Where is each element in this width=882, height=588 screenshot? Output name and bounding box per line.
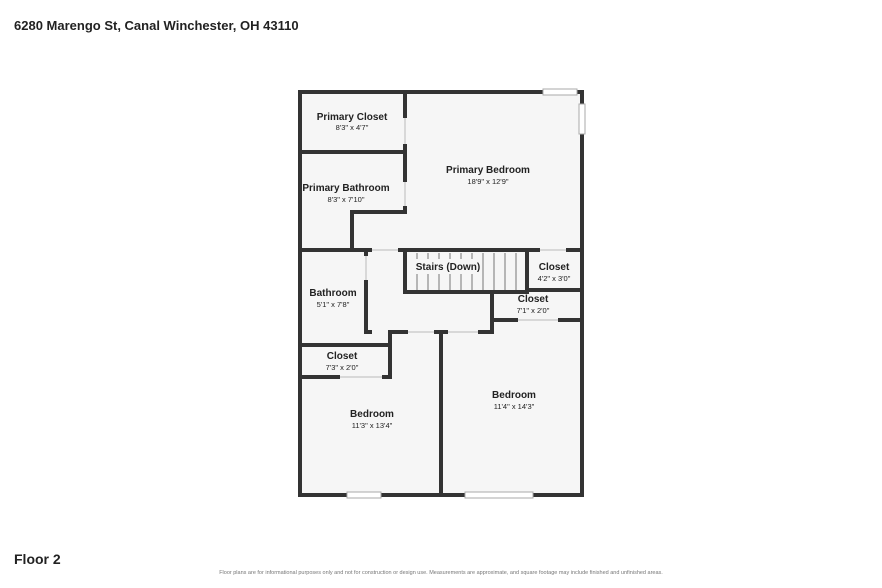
floor-label: Floor 2 [14,551,61,567]
room-name: Stairs (Down) [416,262,480,273]
room-closet-left: Closet 7'3" x 2'0" [326,351,359,372]
room-name: Bedroom [350,409,394,420]
room-dims: 7'1" x 2'0" [517,306,550,315]
room-primary-bathroom: Primary Bathroom 8'3" x 7'10" [302,183,389,204]
room-dims: 8'3" x 7'10" [328,195,365,204]
room-primary-bedroom: Primary Bedroom 18'9" x 12'9" [446,165,530,186]
room-dims: 8'3" x 4'7" [336,123,369,132]
windows [346,88,586,499]
room-name: Bedroom [492,390,536,401]
room-dims: 11'4" x 14'3" [494,402,535,411]
room-name: Bathroom [309,288,356,299]
room-name: Primary Closet [317,112,388,123]
room-name: Closet [518,294,549,305]
door-lines [340,118,566,378]
room-primary-closet: Primary Closet 8'3" x 4'7" [317,112,388,132]
disclaimer: Floor plans are for informational purpos… [219,570,663,576]
room-dims: 11'3" x 13'4" [352,421,393,430]
room-dims: 18'9" x 12'9" [467,177,508,186]
property-address: 6280 Marengo St, Canal Winchester, OH 43… [14,18,299,33]
room-name: Primary Bathroom [302,183,389,194]
room-name: Closet [327,351,358,362]
stairs-label-bg [412,259,482,274]
room-dims: 7'3" x 2'0" [326,363,359,372]
room-closet-hall: Closet 7'1" x 2'0" [517,294,550,315]
room-name: Primary Bedroom [446,165,530,176]
room-dims: 5'1" x 7'8" [317,300,350,309]
room-bedroom-left: Bedroom 11'3" x 13'4" [350,409,394,430]
room-bedroom-right: Bedroom 11'4" x 14'3" [492,390,536,411]
room-name: Closet [539,262,570,273]
room-bathroom: Bathroom 5'1" x 7'8" [309,288,356,309]
room-closet-small: Closet 4'2" x 3'0" [538,262,571,283]
room-dims: 4'2" x 3'0" [538,274,571,283]
room-stairs: Stairs (Down) [416,262,480,273]
